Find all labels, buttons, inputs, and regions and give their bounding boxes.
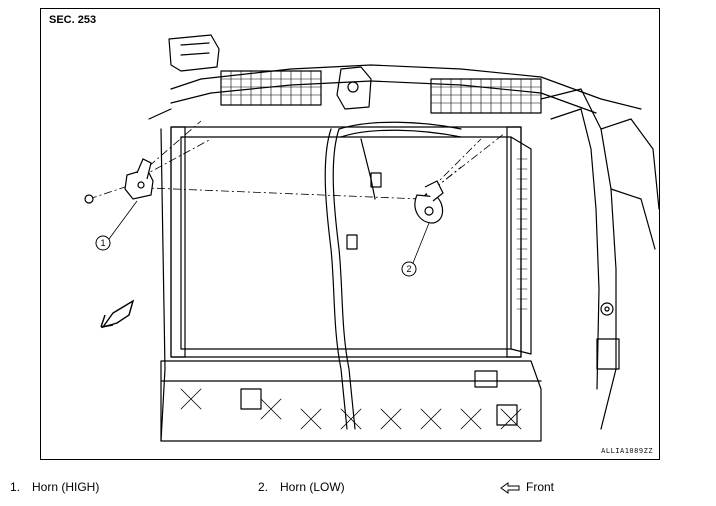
side-member-right: [540, 88, 617, 430]
legend-number: 1.: [10, 480, 21, 494]
callout-1: 1: [95, 235, 111, 251]
radiator-tank-right: [506, 126, 522, 358]
svg-text:2: 2: [406, 264, 411, 274]
callout-2: 2: [401, 261, 417, 277]
front-direction-arrow: [100, 299, 135, 329]
leader-line-high-horn: [88, 120, 422, 200]
grille-right: [430, 78, 542, 114]
diagram-frame: SEC. 253: [40, 8, 660, 460]
front-arrow-icon: [500, 481, 520, 494]
legend-item-horn-low: 2. Horn (LOW): [258, 480, 345, 494]
legend-label: Horn (HIGH): [32, 480, 100, 494]
legend-item-front: Front: [500, 480, 554, 494]
horn-high-part: [124, 158, 154, 200]
legend-item-horn-high: 1. Horn (HIGH): [10, 480, 99, 494]
lower-support: [160, 360, 542, 442]
radiator-tank-left: [170, 126, 186, 358]
side-member-left: [160, 128, 166, 442]
legend-number: 2.: [258, 480, 269, 494]
horn-low-part: [414, 180, 444, 224]
wire-harness: [324, 128, 348, 430]
upper-bracket-left: [168, 34, 220, 72]
horn-bolt: [84, 194, 94, 204]
radiator-core-support-drawing: 1 2: [84, 34, 659, 442]
figure-code: ALLIA1089ZZ: [601, 447, 653, 455]
legend-label: Horn (LOW): [280, 480, 345, 494]
legend-label: Front: [526, 480, 555, 494]
svg-text:1: 1: [100, 238, 105, 248]
upper-support: [170, 64, 642, 110]
hood-latch: [336, 66, 372, 110]
section-label: SEC. 253: [49, 14, 97, 26]
